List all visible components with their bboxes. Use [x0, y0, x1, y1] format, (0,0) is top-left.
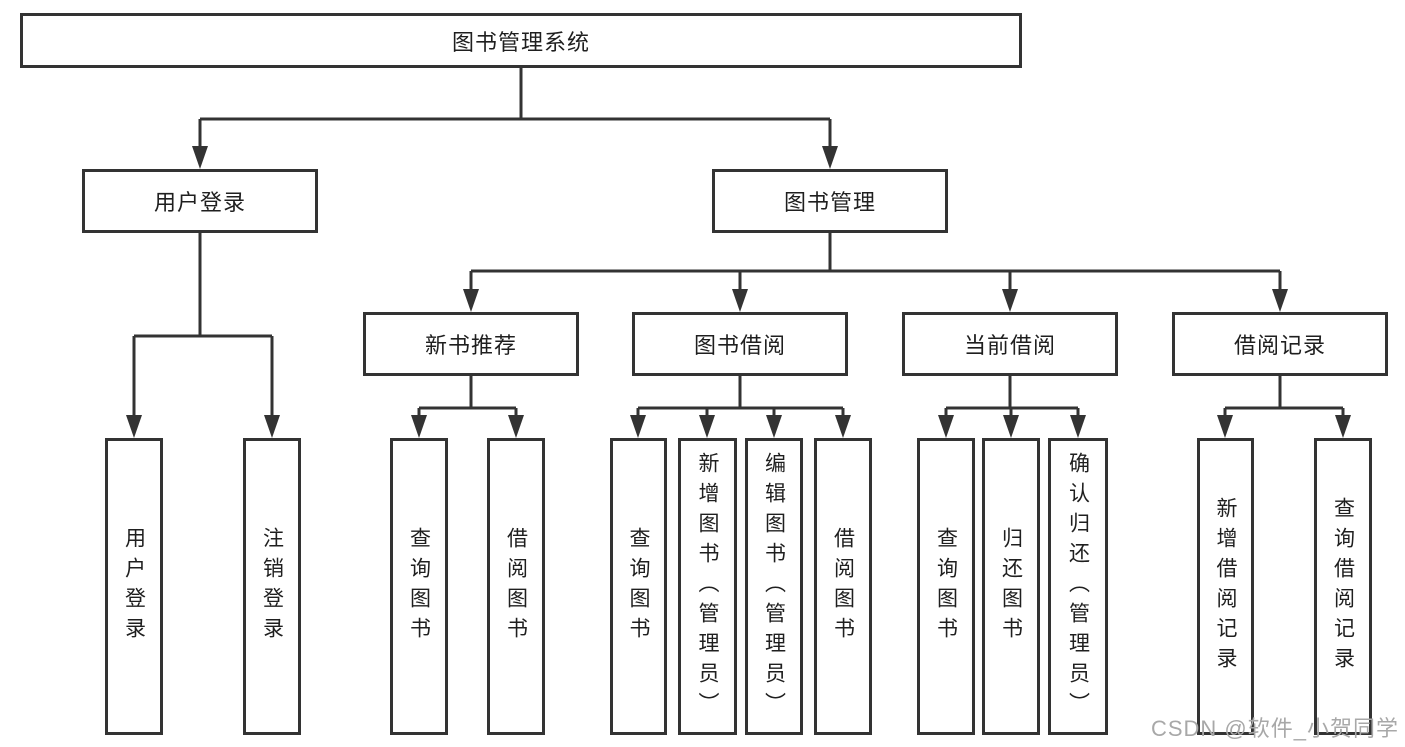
node-user-login: 用户登录	[82, 169, 318, 233]
node-book-borrow: 图书借阅	[632, 312, 848, 376]
node-new-book-recommend-label: 新书推荐	[424, 333, 517, 358]
node-book-management: 图书管理	[712, 169, 948, 233]
leaf-records-query-record-label: 查询借阅记录	[1331, 496, 1355, 677]
leaf-borrow-edit-books-admin: 编辑图书（管理员）	[745, 438, 803, 735]
leaf-records-add-record: 新增借阅记录	[1197, 438, 1254, 735]
node-root: 图书管理系统	[20, 13, 1022, 68]
node-user-login-label: 用户登录	[153, 190, 246, 215]
leaf-logout-label: 注销登录	[260, 526, 284, 647]
leaf-recommend-borrow-books: 借阅图书	[487, 438, 545, 735]
leaf-records-add-record-label: 新增借阅记录	[1214, 496, 1237, 677]
node-new-book-recommend: 新书推荐	[363, 312, 579, 376]
leaf-user-login-label: 用户登录	[122, 526, 146, 647]
leaf-borrow-borrow-books-label: 借阅图书	[831, 526, 855, 647]
node-book-borrow-label: 图书借阅	[693, 333, 786, 358]
node-current-borrow: 当前借阅	[902, 312, 1118, 376]
leaf-records-query-record: 查询借阅记录	[1314, 438, 1372, 735]
leaf-current-query-books: 查询图书	[917, 438, 975, 735]
node-borrow-records-label: 借阅记录	[1233, 333, 1326, 358]
node-root-label: 图书管理系统	[451, 29, 590, 55]
leaf-borrow-query-books-label: 查询图书	[627, 526, 650, 647]
leaf-borrow-edit-books-admin-label: 编辑图书（管理员）	[762, 451, 786, 722]
leaf-current-return-books: 归还图书	[982, 438, 1040, 735]
leaf-borrow-add-books-admin-label: 新增图书（管理员）	[696, 451, 719, 722]
csdn-watermark: CSDN @软件_小贺同学	[1150, 716, 1399, 741]
leaf-borrow-query-books: 查询图书	[610, 438, 667, 735]
node-current-borrow-label: 当前借阅	[963, 333, 1056, 358]
leaf-recommend-borrow-books-label: 借阅图书	[504, 526, 528, 647]
leaf-borrow-borrow-books: 借阅图书	[814, 438, 872, 735]
leaf-current-query-books-label: 查询图书	[934, 526, 958, 647]
leaf-user-login: 用户登录	[105, 438, 163, 735]
leaf-logout: 注销登录	[243, 438, 301, 735]
node-borrow-records: 借阅记录	[1172, 312, 1388, 376]
arrowheads	[126, 146, 1351, 438]
leaf-current-confirm-return-admin: 确认归还（管理员）	[1048, 438, 1108, 735]
leaf-recommend-query-books-label: 查询图书	[407, 526, 431, 647]
leaf-recommend-query-books: 查询图书	[390, 438, 448, 735]
leaf-borrow-add-books-admin: 新增图书（管理员）	[678, 438, 737, 735]
leaf-current-confirm-return-admin-label: 确认归还（管理员）	[1066, 451, 1090, 722]
leaf-current-return-books-label: 归还图书	[999, 526, 1023, 647]
node-book-management-label: 图书管理	[783, 190, 876, 215]
